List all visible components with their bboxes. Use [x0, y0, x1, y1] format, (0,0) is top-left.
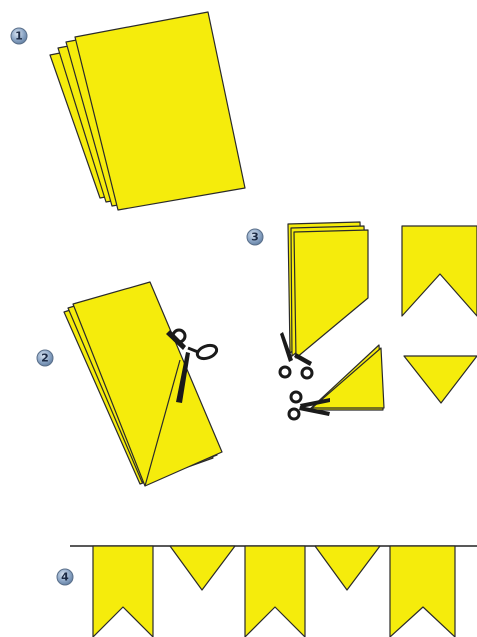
step-2-paper-stack [63, 281, 223, 487]
step-3-folded-piece [287, 221, 369, 359]
step-1-top-sheet [74, 11, 246, 211]
bunting-flag-1 [92, 545, 154, 637]
step-3-triangle-top [311, 347, 385, 409]
step-1-number: 1 [15, 30, 23, 43]
step-3-badge: 3 [246, 228, 264, 246]
step-3-scissors-top-icon [278, 332, 314, 380]
step-3-top-sheet [293, 229, 369, 359]
step-2-scissors-icon [166, 328, 219, 403]
step-4-bunting [70, 545, 477, 637]
step-3-triangle-flag [403, 355, 477, 404]
step-3-number: 3 [251, 231, 259, 244]
step-1-paper-stack [49, 11, 246, 211]
bunting-flag-5 [389, 545, 456, 637]
step-2-top-sheet [72, 281, 223, 487]
step-3-triangle-piece [308, 344, 385, 411]
step-3-swallowtail-flag [401, 225, 477, 317]
step-3-scissors-bottom-icon [287, 390, 330, 421]
step-2-cut-line [144, 359, 181, 487]
bunting-flag-2 [169, 545, 236, 591]
step-4-number: 4 [61, 571, 69, 584]
step-2-number: 2 [41, 352, 49, 365]
step-4-badge: 4 [56, 568, 74, 586]
step-2-badge: 2 [36, 349, 54, 367]
bunting-flag-4 [314, 545, 381, 591]
bunting-flag-3 [244, 545, 306, 637]
step-1-badge: 1 [10, 27, 28, 45]
